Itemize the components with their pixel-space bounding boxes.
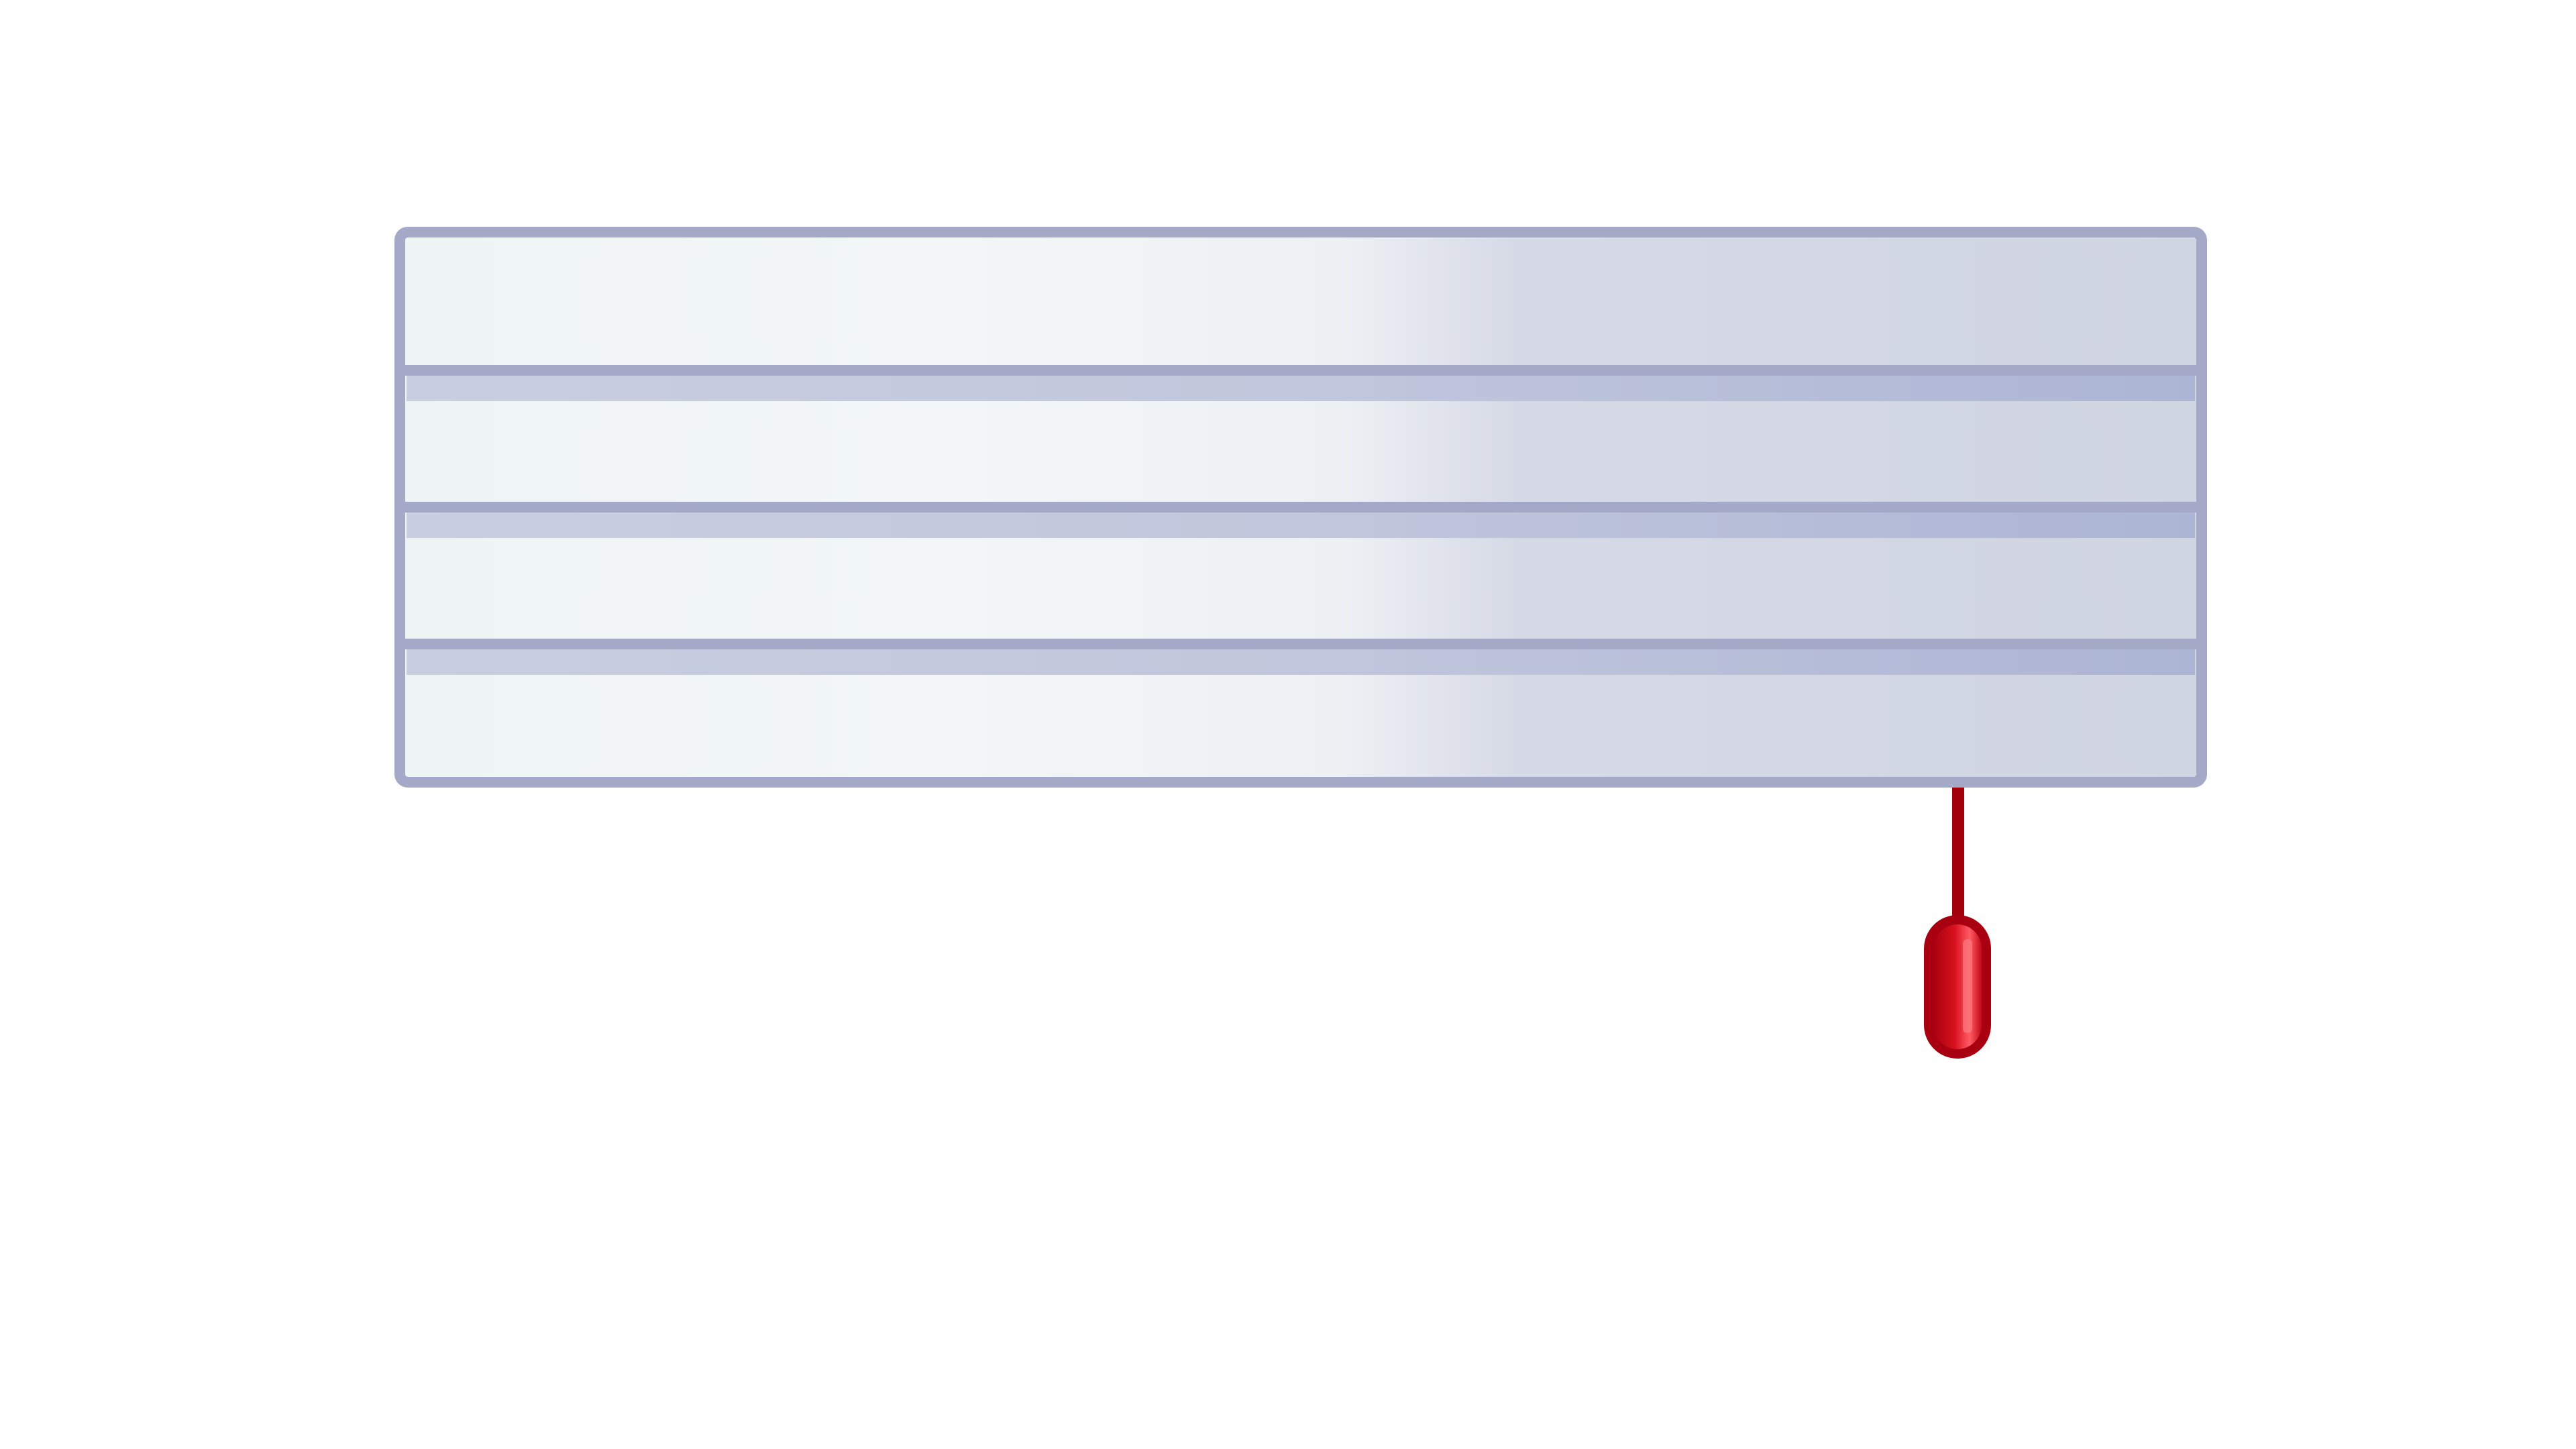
blind-slat (395, 639, 2206, 787)
cord-string[interactable] (1952, 778, 1964, 926)
slat-divider (400, 502, 2202, 513)
slat-divider (400, 365, 2202, 376)
blind-frame (394, 227, 2207, 788)
pull-cord[interactable] (1924, 778, 1991, 1059)
blind-slat (395, 227, 2206, 375)
blind-slat (395, 366, 2206, 512)
pull-cord-handle-icon[interactable] (1924, 915, 1991, 1059)
blind-slat (395, 502, 2206, 649)
window-blind (394, 227, 2207, 788)
slat-divider (400, 639, 2202, 649)
